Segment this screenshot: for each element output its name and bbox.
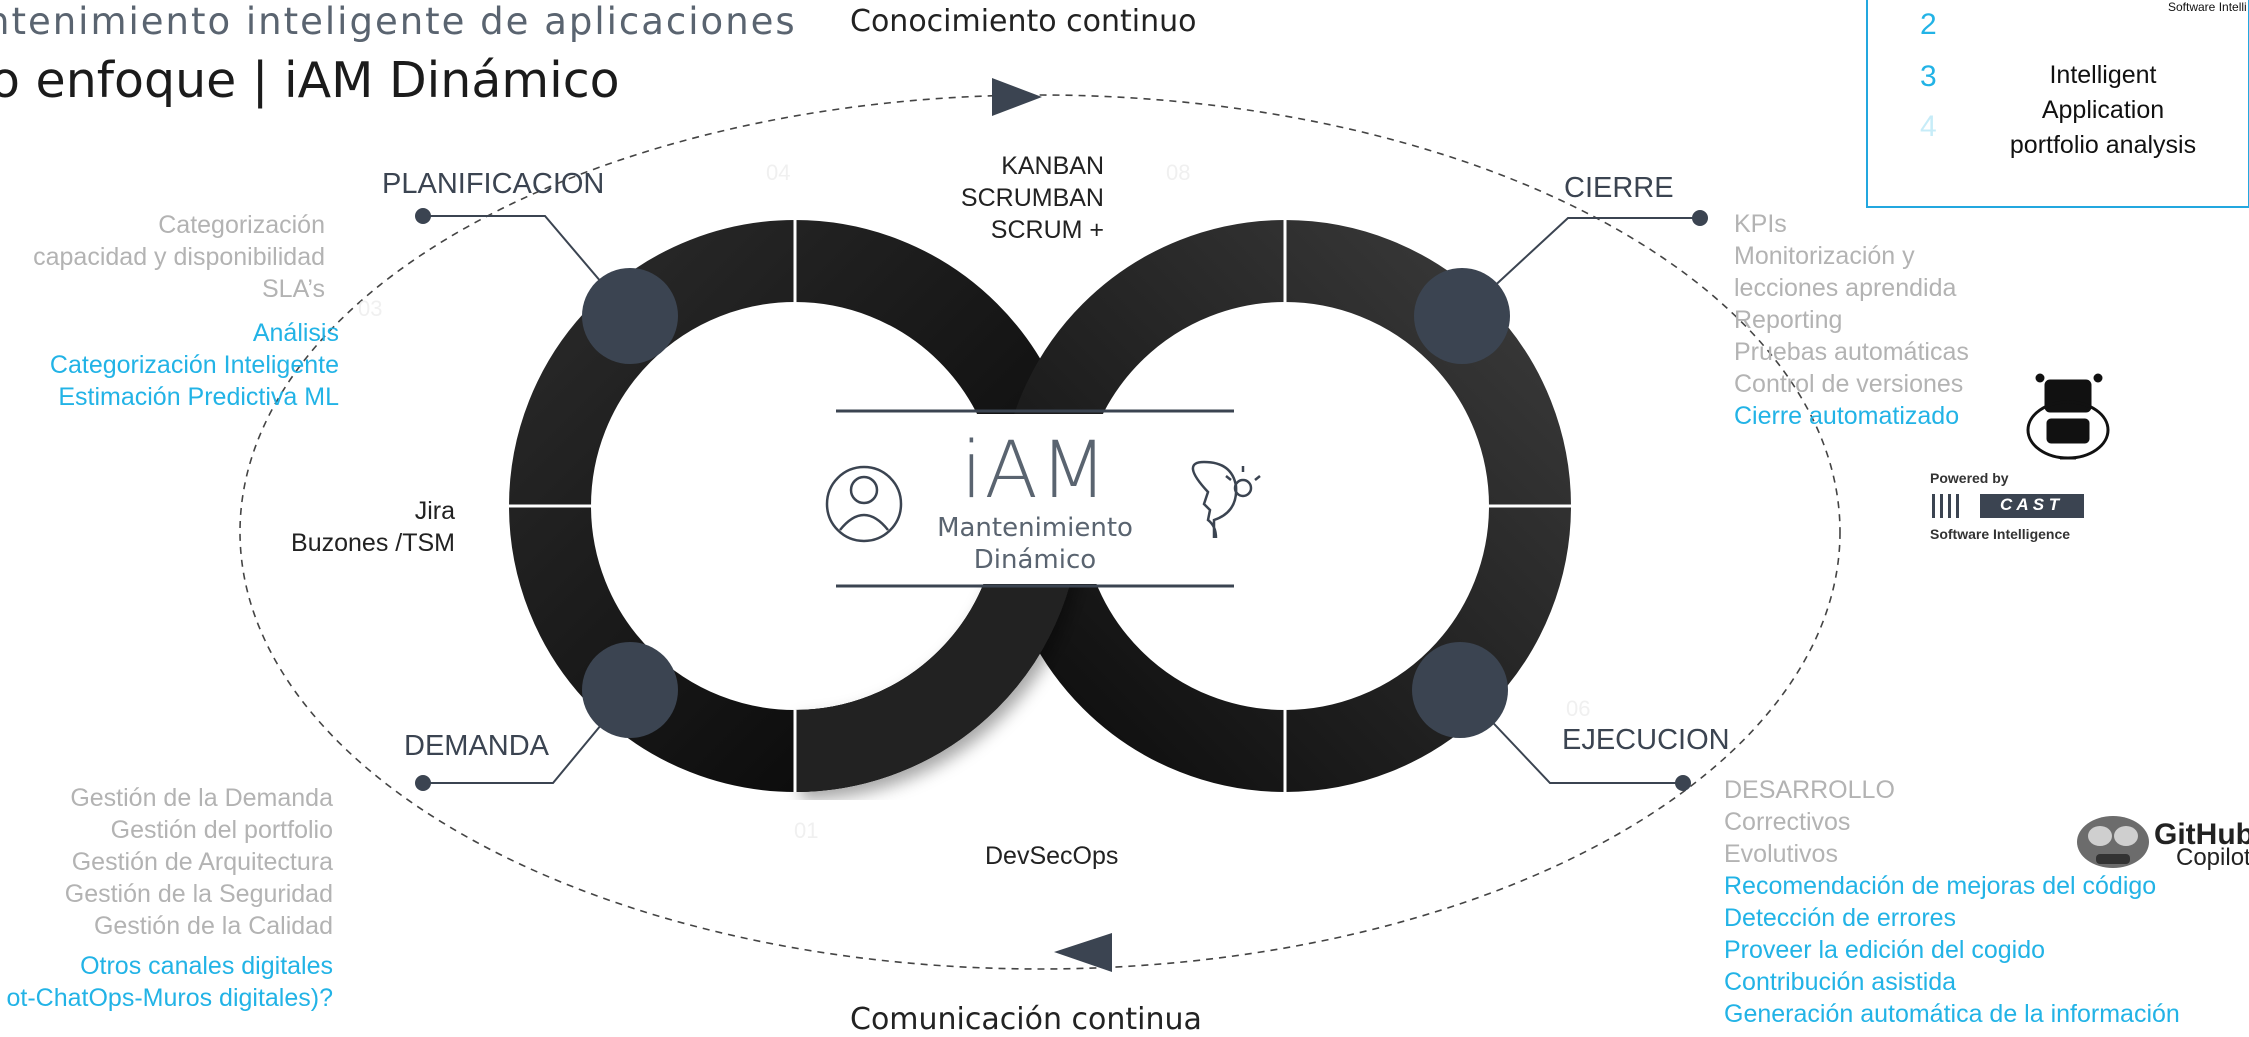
segment-number: 08: [1166, 160, 1191, 185]
cast-logo-bars: [1932, 494, 2084, 518]
segment-number: 06: [1566, 696, 1591, 721]
list-item: Correctivos: [1724, 808, 1851, 836]
node-planificacion: [582, 268, 678, 364]
list-item: Contribución asistida: [1724, 968, 1957, 996]
channel-item: Buzones /TSM: [291, 529, 455, 557]
copilot-product: Copilot: [2176, 844, 2249, 871]
panel-text-line: Application: [2041, 96, 2165, 124]
list-item: Categorización Inteligente: [49, 351, 339, 379]
panel-text-line: portfolio analysis: [2009, 131, 2197, 159]
cast-tagline: Software Intelligence: [1930, 526, 2071, 542]
list-item: Gestión de la Demanda: [70, 784, 333, 812]
list-item: lecciones aprendida: [1734, 274, 1957, 302]
phase-demanda: DEMANDA: [404, 730, 550, 762]
channel-item: Jira: [414, 497, 455, 525]
cast-powered-by: Powered by: [1930, 470, 2009, 486]
list-item: Monitorización y: [1734, 242, 1915, 270]
method-item: SCRUM +: [990, 216, 1104, 244]
demanda-list: Gestión de la Demanda Gestión del portfo…: [6, 782, 333, 1014]
arrow-left-icon: [1054, 933, 1112, 972]
phase-nodes: [582, 268, 1510, 738]
list-item: Gestión de la Calidad: [93, 912, 333, 940]
center-subtitle-line2: Dinámico: [973, 545, 1097, 575]
cast-analysis-panel: 2 3 4 Software Intelli Intelligent Appli…: [1866, 0, 2249, 208]
copilot-icon: [2077, 816, 2149, 868]
list-item: Control de versiones: [1734, 370, 1964, 398]
github-brand: GitHub: [2154, 818, 2249, 851]
list-item: Categorización: [158, 211, 325, 239]
list-item: Otros canales digitales: [80, 952, 333, 980]
arrow-right-icon: [992, 78, 1042, 116]
list-item: Pruebas automáticas: [1734, 338, 1969, 366]
list-item: Gestión de la Seguridad: [64, 880, 333, 908]
page-title-line1: ntenimiento inteligente de aplicaciones: [0, 0, 797, 43]
list-item: Cierre automatizado: [1734, 402, 1960, 430]
planificacion-list: Categorización capacidad y disponibilida…: [33, 209, 325, 305]
flow-bottom-label: Comunicación continua: [850, 1002, 1202, 1037]
list-item: SLA’s: [261, 275, 325, 303]
method-item: KANBAN: [1001, 152, 1104, 180]
segment-number: 01: [794, 818, 819, 843]
center-subtitle-line1: Mantenimiento: [937, 513, 1133, 543]
list-item: Análisis: [252, 319, 339, 347]
list-item: Generación automática de la información: [1724, 1000, 2180, 1028]
devsecops-label: DevSecOps: [985, 842, 1119, 870]
phase-cierre: CIERRE: [1564, 172, 1674, 204]
outer-cycle-ellipse: [239, 94, 1841, 970]
page-title-line2: o enfoque | iAM Dinámico: [0, 52, 620, 109]
cierre-list: KPIs Monitorización y lecciones aprendid…: [1734, 208, 1969, 432]
list-item: Proveer la edición del cogido: [1724, 936, 2046, 964]
phase-dots: [415, 208, 1708, 791]
step-number: 3: [1920, 60, 1937, 93]
phase-planificacion: PLANIFICACION: [382, 168, 605, 200]
panel-text-line: Intelligent: [2049, 61, 2157, 89]
list-item: Gestión del portfolio: [110, 816, 333, 844]
list-item: ot-ChatOps-Muros digitales)?: [6, 984, 333, 1012]
method-item: SCRUMBAN: [960, 184, 1104, 212]
list-item: Estimación Predictiva ML: [58, 383, 339, 411]
list-item: KPIs: [1734, 210, 1787, 238]
step-number: 4: [1920, 110, 1937, 143]
robot-icon: [2026, 373, 2110, 460]
panel-text: Intelligent Application portfolio analys…: [1978, 58, 2228, 163]
cast-brand: C A S T: [2000, 495, 2060, 514]
list-item: Reporting: [1734, 306, 1843, 334]
list-item: Detección de errores: [1724, 904, 1957, 932]
node-cierre: [1414, 268, 1510, 364]
flow-top-label: Conocimiento continuo: [850, 4, 1197, 39]
list-item: Evolutivos: [1724, 840, 1838, 868]
step-number: 2: [1920, 8, 1937, 41]
planificacion-ai-list: Análisis Categorización Inteligente Esti…: [50, 317, 339, 413]
node-demanda: [582, 642, 678, 738]
list-item: Recomendación de mejoras del código: [1724, 872, 2157, 900]
center-title: iAM: [960, 426, 1110, 516]
ejecucion-list: DESARROLLO Correctivos Evolutivos Recome…: [1724, 774, 2180, 1030]
channels-list: Jira Buzones /TSM: [291, 495, 455, 559]
phase-ejecucion: EJECUCION: [1562, 724, 1730, 756]
segment-dividers: [509, 220, 1571, 792]
list-item: Gestión de Arquitectura: [71, 848, 333, 876]
segment-number: 04: [766, 160, 791, 185]
panel-corner-text: Software Intelli: [2168, 0, 2247, 14]
list-item: DESARROLLO: [1724, 776, 1895, 804]
user-icon: [825, 465, 903, 543]
methods-list: KANBAN SCRUMBAN SCRUM +: [961, 150, 1104, 246]
head-bulb-icon: [1191, 460, 1261, 539]
center-subtitle: Mantenimiento Dinámico: [835, 512, 1235, 576]
segment-number: 03: [358, 296, 383, 321]
center-title-box: iAM Mantenimiento Dinámico: [835, 408, 1235, 588]
list-item: capacidad y disponibilidad: [33, 243, 325, 271]
node-ejecucion: [1412, 642, 1508, 738]
